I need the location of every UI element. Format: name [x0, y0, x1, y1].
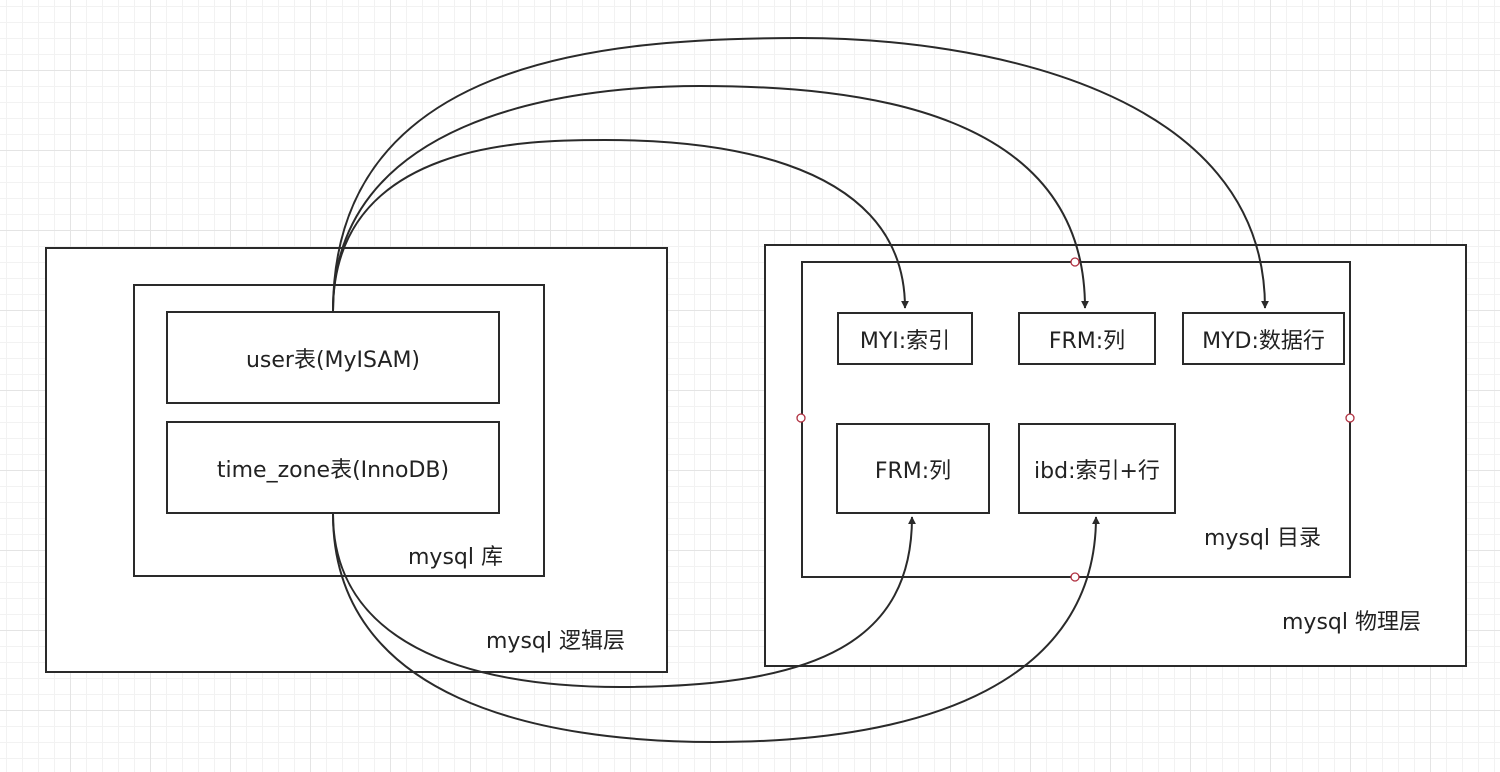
physical-layer-label: mysql 物理层 — [1282, 610, 1421, 635]
frm-innodb-file-node[interactable]: FRM:列 — [836, 423, 990, 514]
logical-layer-label: mysql 逻辑层 — [486, 629, 625, 654]
myd-file-node[interactable]: MYD:数据行 — [1182, 312, 1345, 365]
directory-label: mysql 目录 — [1204, 526, 1321, 551]
ibd-file-node[interactable]: ibd:索引+行 — [1018, 423, 1176, 514]
user-table-node[interactable]: user表(MyISAM) — [166, 311, 500, 404]
frm-myisam-file-node[interactable]: FRM:列 — [1018, 312, 1156, 365]
time-zone-table-node[interactable]: time_zone表(InnoDB) — [166, 421, 500, 514]
myi-file-node[interactable]: MYI:索引 — [837, 312, 973, 365]
database-label: mysql 库 — [408, 545, 503, 570]
